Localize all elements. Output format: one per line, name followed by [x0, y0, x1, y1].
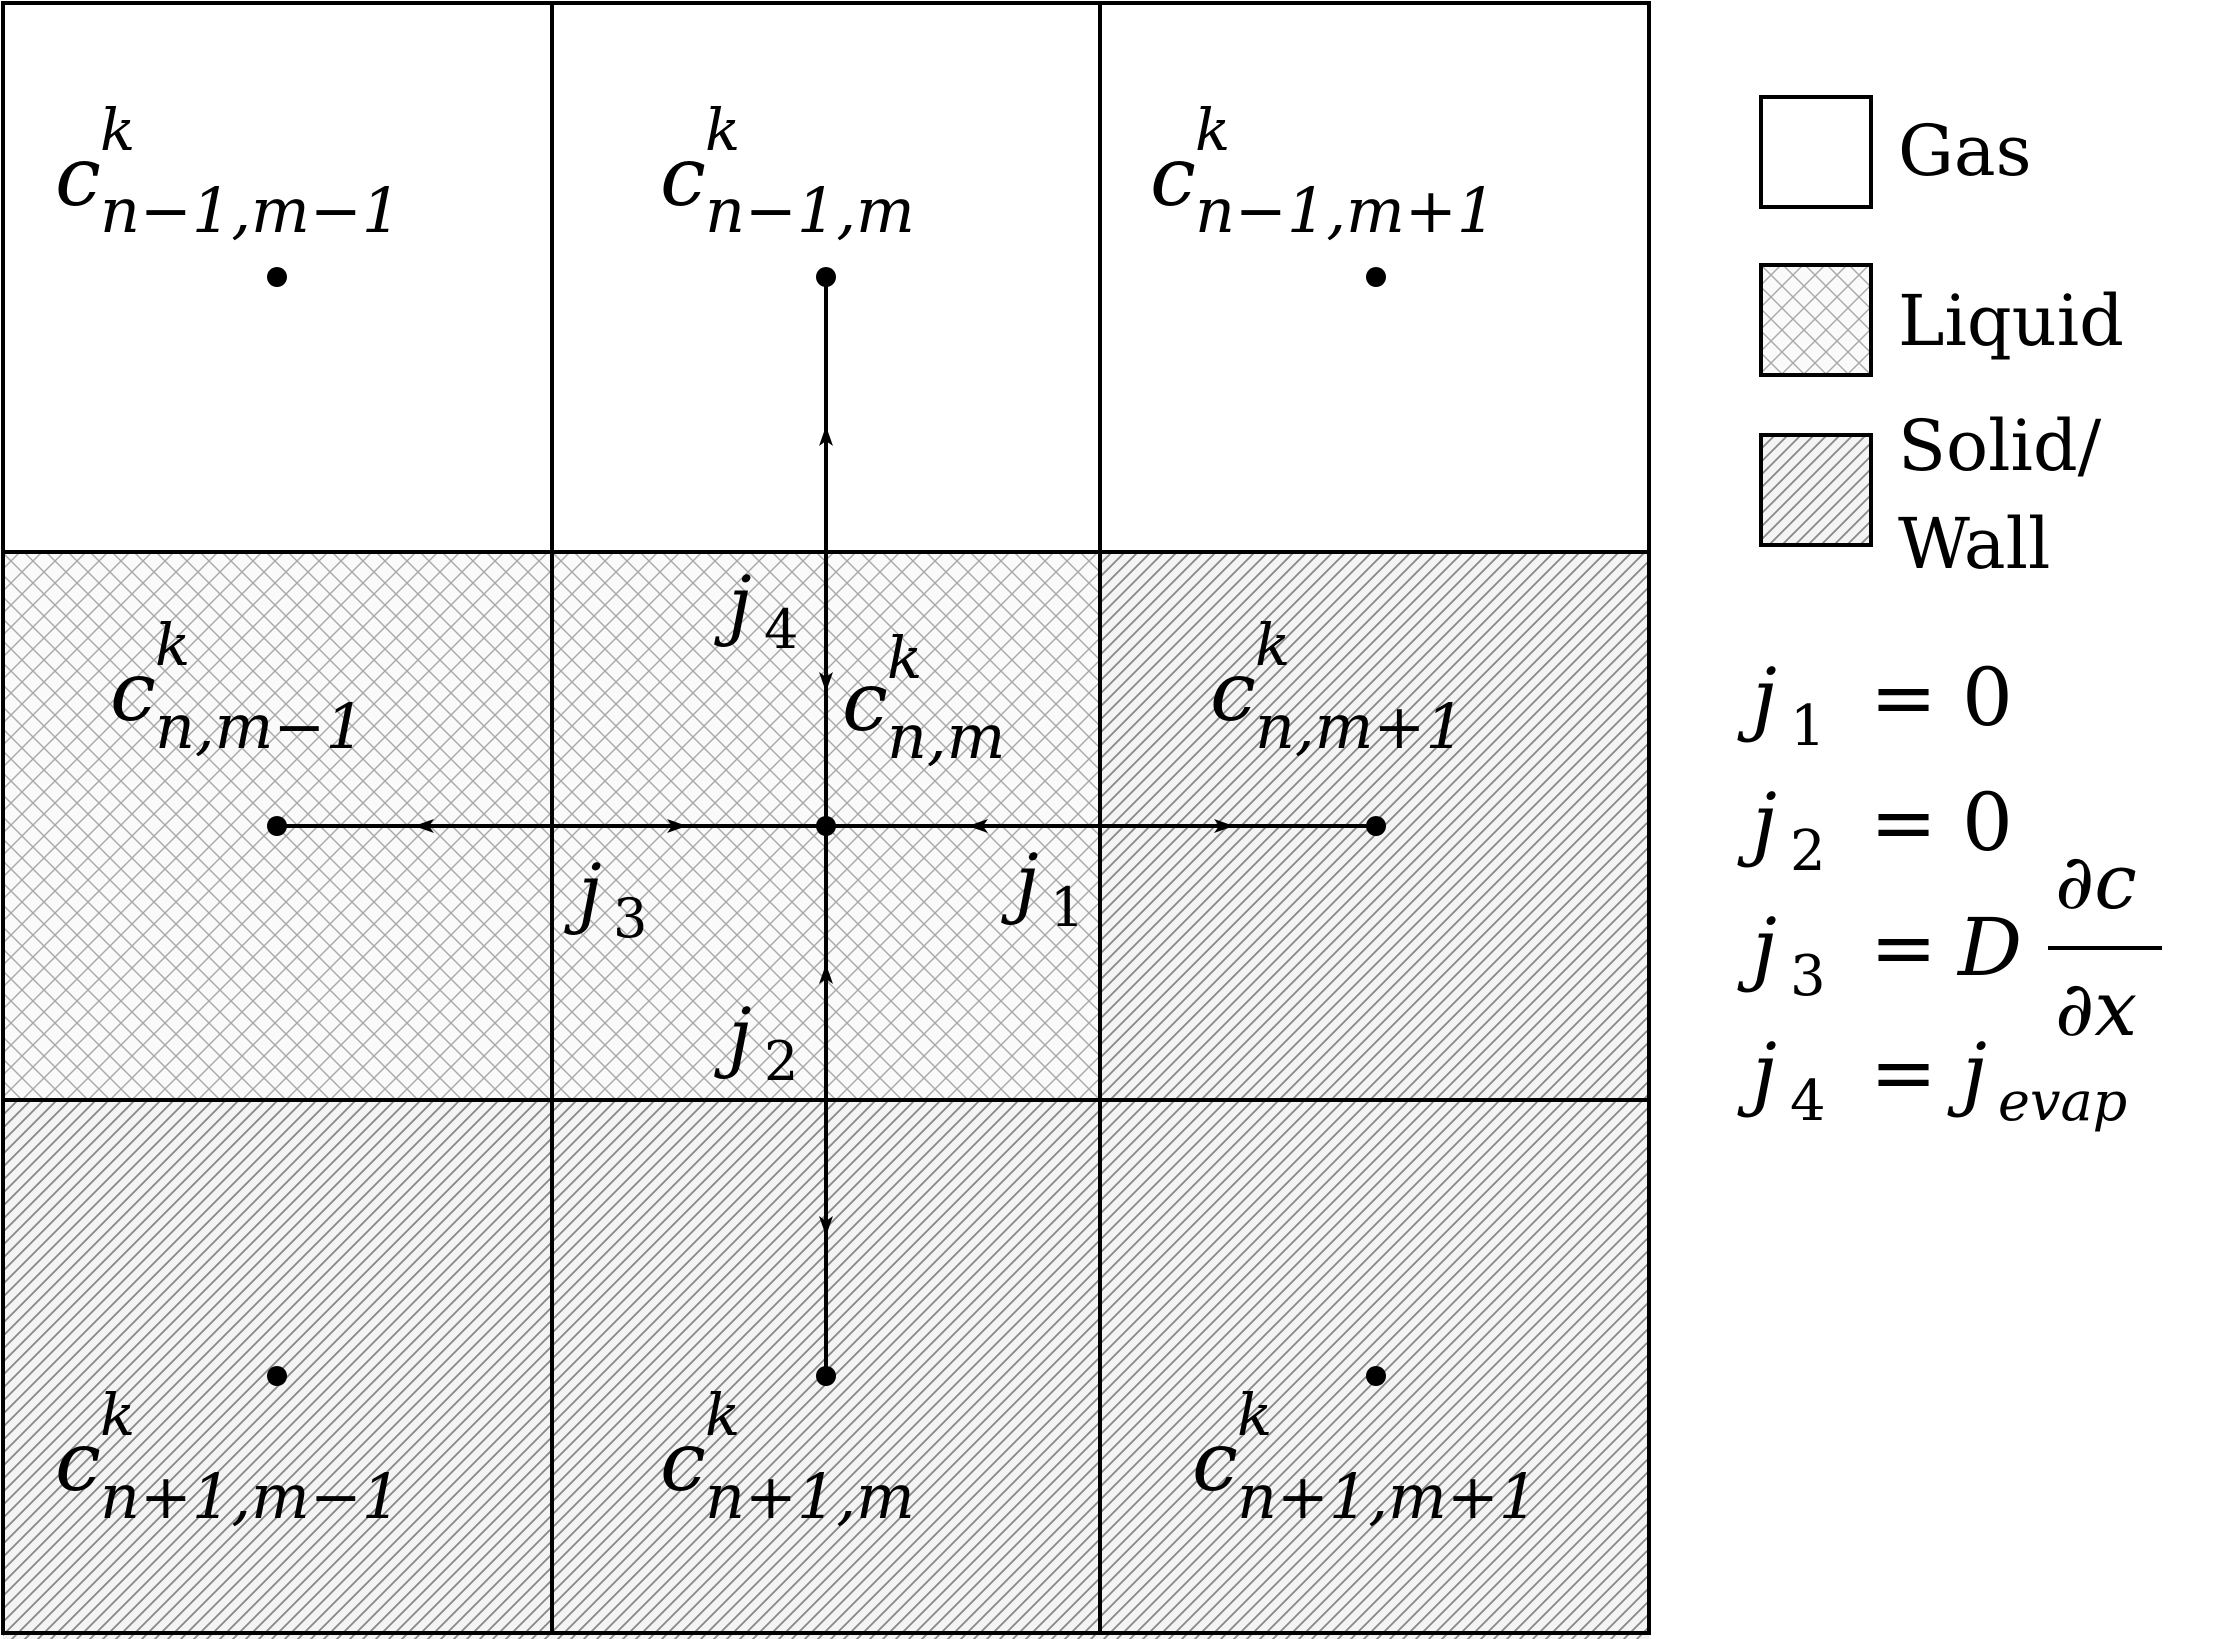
legend-swatch-gas: [1759, 95, 1873, 209]
svg-text:=: =: [1870, 1026, 1937, 1119]
svg-text:1: 1: [1790, 694, 1826, 759]
center-dot-r2c0: [267, 1366, 287, 1386]
svg-text:D: D: [1956, 901, 2022, 994]
cell-label-r1c0: c k n,m−1: [110, 611, 365, 763]
cell-label-r2c0: c k n+1,m−1: [55, 1381, 401, 1533]
cell-label-base: c: [1210, 645, 1256, 740]
svg-text:2: 2: [1790, 819, 1826, 884]
svg-text:0: 0: [1962, 776, 2013, 869]
center-dot-r0c1: [816, 267, 836, 287]
center-dot-r1c2: [1366, 816, 1386, 836]
cell-label-sup: k: [1195, 96, 1230, 164]
cell-label-sup: k: [705, 96, 740, 164]
cell-label-r2c2: c k n+1,m+1: [1192, 1381, 1538, 1533]
cell-label-sup: k: [100, 96, 135, 164]
center-dot-r0c0: [267, 267, 287, 287]
legend-swatch-solid: [1759, 433, 1873, 547]
svg-text:0: 0: [1962, 651, 2013, 744]
legend-label-gas: Gas: [1898, 110, 2032, 192]
svg-text:j: j: [1947, 1026, 1987, 1119]
cell-label-r1c2: c k n,m+1: [1210, 611, 1465, 763]
cell-centers: [267, 267, 1386, 1386]
svg-text:j: j: [1737, 776, 1777, 869]
svg-text:=: =: [1870, 776, 1937, 869]
cell-label-sup: k: [1237, 1381, 1272, 1449]
center-dot-r2c2: [1366, 1366, 1386, 1386]
cell-label-r2c1: c k n+1,m: [660, 1381, 915, 1533]
cell-label-sub: n,m+1: [1255, 690, 1465, 763]
cell-label-sub: n,m−1: [155, 690, 365, 763]
cell-label-sub: n+1,m: [705, 1460, 915, 1533]
center-dot-r0c2: [1366, 267, 1386, 287]
legend-swatch-liquid: [1759, 263, 1873, 377]
cell-label-r0c0: c k n−1,m−1: [55, 96, 401, 247]
svg-text:j: j: [1737, 651, 1777, 744]
svg-text:3: 3: [613, 887, 647, 950]
svg-text:=: =: [1870, 651, 1937, 744]
center-dot-r1c0: [267, 816, 287, 836]
svg-text:j: j: [1737, 901, 1777, 994]
center-dot-r1c1: [816, 816, 836, 836]
cell-label-base: c: [660, 130, 706, 225]
cell-label-sup: k: [705, 1381, 740, 1449]
svg-text:1: 1: [1050, 876, 1084, 939]
cell-label-r0c2: c k n−1,m+1: [1150, 96, 1496, 247]
cell-label-r0c1: c k n−1,m: [660, 96, 915, 247]
cell-label-base: c: [1150, 130, 1196, 225]
cell-label-sub: n+1,m+1: [1237, 1460, 1538, 1533]
cell-label-sub: n,m: [887, 700, 1005, 773]
cell-label-sup: k: [100, 1381, 135, 1449]
cell-label-sup: k: [1255, 611, 1290, 679]
cell-label-sub: n+1,m−1: [100, 1460, 401, 1533]
svg-text:4: 4: [764, 598, 798, 661]
cell-label-sup: k: [887, 624, 922, 692]
cell-label-base: c: [660, 1415, 706, 1510]
equation-j2: j 2 = 0: [1737, 776, 2013, 884]
center-dot-r2c1: [816, 1366, 836, 1386]
cell-label-base: c: [1192, 1415, 1238, 1510]
flux-arrows: [414, 426, 1234, 1236]
cell-label-base: c: [842, 655, 888, 750]
cell-label-sub: n−1,m+1: [1195, 174, 1496, 247]
svg-text:4: 4: [1790, 1069, 1826, 1134]
svg-text:2: 2: [764, 1030, 798, 1093]
fraction-numerator: ∂c: [2055, 837, 2137, 926]
fraction-denominator: ∂x: [2055, 964, 2137, 1053]
svg-text:3: 3: [1790, 944, 1826, 1009]
cell-label-base: c: [110, 645, 156, 740]
cell-label-sup: k: [155, 611, 190, 679]
cell-label-sub: n−1,m: [705, 174, 915, 247]
cell-label-base: c: [55, 1415, 101, 1510]
cell-label-base: c: [55, 130, 101, 225]
cell-label-r1c1: c k n,m: [842, 624, 1005, 773]
cell-label-sub: n−1,m−1: [100, 174, 401, 247]
grid-lines: [1, 1, 1651, 1635]
svg-text:evap: evap: [1998, 1070, 2127, 1133]
legend-label-solid-line2: Wall: [1898, 503, 2050, 585]
svg-text:=: =: [1870, 901, 1937, 994]
equation-j1: j 1 = 0: [1737, 651, 2013, 759]
legend-label-liquid: Liquid: [1898, 280, 2124, 362]
legend-label-solid-line1: Solid/: [1898, 405, 2102, 487]
legend: Gas Liquid Solid/ Wall: [1759, 95, 2124, 585]
svg-text:j: j: [1737, 1026, 1777, 1119]
